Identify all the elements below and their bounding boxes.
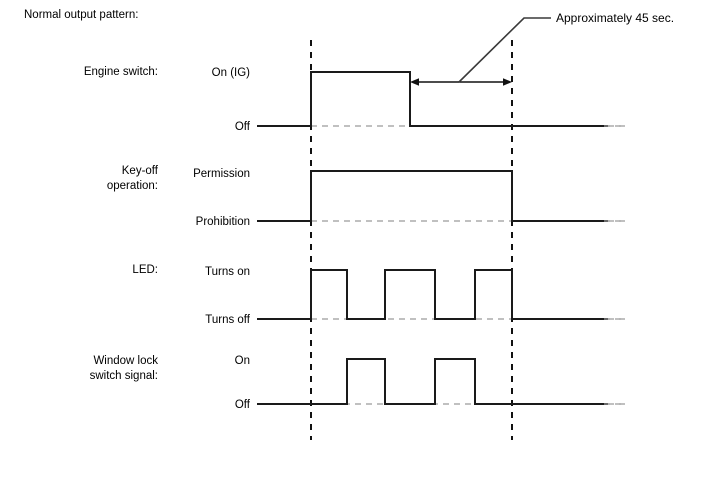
level-label-engine-switch-high: On (IG) bbox=[212, 67, 251, 79]
row-label-key-off-operation-line2: operation: bbox=[107, 180, 158, 192]
level-label-led-high: Turns on bbox=[205, 266, 250, 278]
row-label-engine-switch: Engine switch: bbox=[84, 66, 158, 78]
level-label-key-off-high: Permission bbox=[193, 168, 250, 180]
level-label-window-lock-high: On bbox=[235, 355, 250, 367]
row-label-key-off-operation-line1: Key-off bbox=[122, 165, 159, 177]
row-label-window-lock-line1: Window lock bbox=[93, 355, 158, 367]
level-label-led-low: Turns off bbox=[205, 314, 251, 326]
waveform-led bbox=[257, 269, 608, 320]
row-label-led: LED: bbox=[132, 264, 158, 276]
level-label-window-lock-low: Off bbox=[235, 399, 251, 411]
level-label-engine-switch-low: Off bbox=[235, 121, 251, 133]
dimension-arrow-head-left bbox=[410, 78, 419, 86]
waveform-key-off-operation bbox=[257, 170, 608, 222]
waveform-engine-switch bbox=[257, 71, 608, 127]
annotation-leader-line bbox=[458, 17, 551, 83]
waveform-window-lock-switch-signal bbox=[257, 358, 608, 405]
page-title: Normal output pattern: bbox=[24, 9, 138, 21]
level-label-key-off-low: Prohibition bbox=[196, 216, 250, 228]
annotation-label-approximately-45-sec: Approximately 45 sec. bbox=[556, 11, 674, 25]
dimension-arrow-head-right bbox=[503, 78, 512, 86]
row-label-window-lock-line2: switch signal: bbox=[90, 370, 158, 382]
